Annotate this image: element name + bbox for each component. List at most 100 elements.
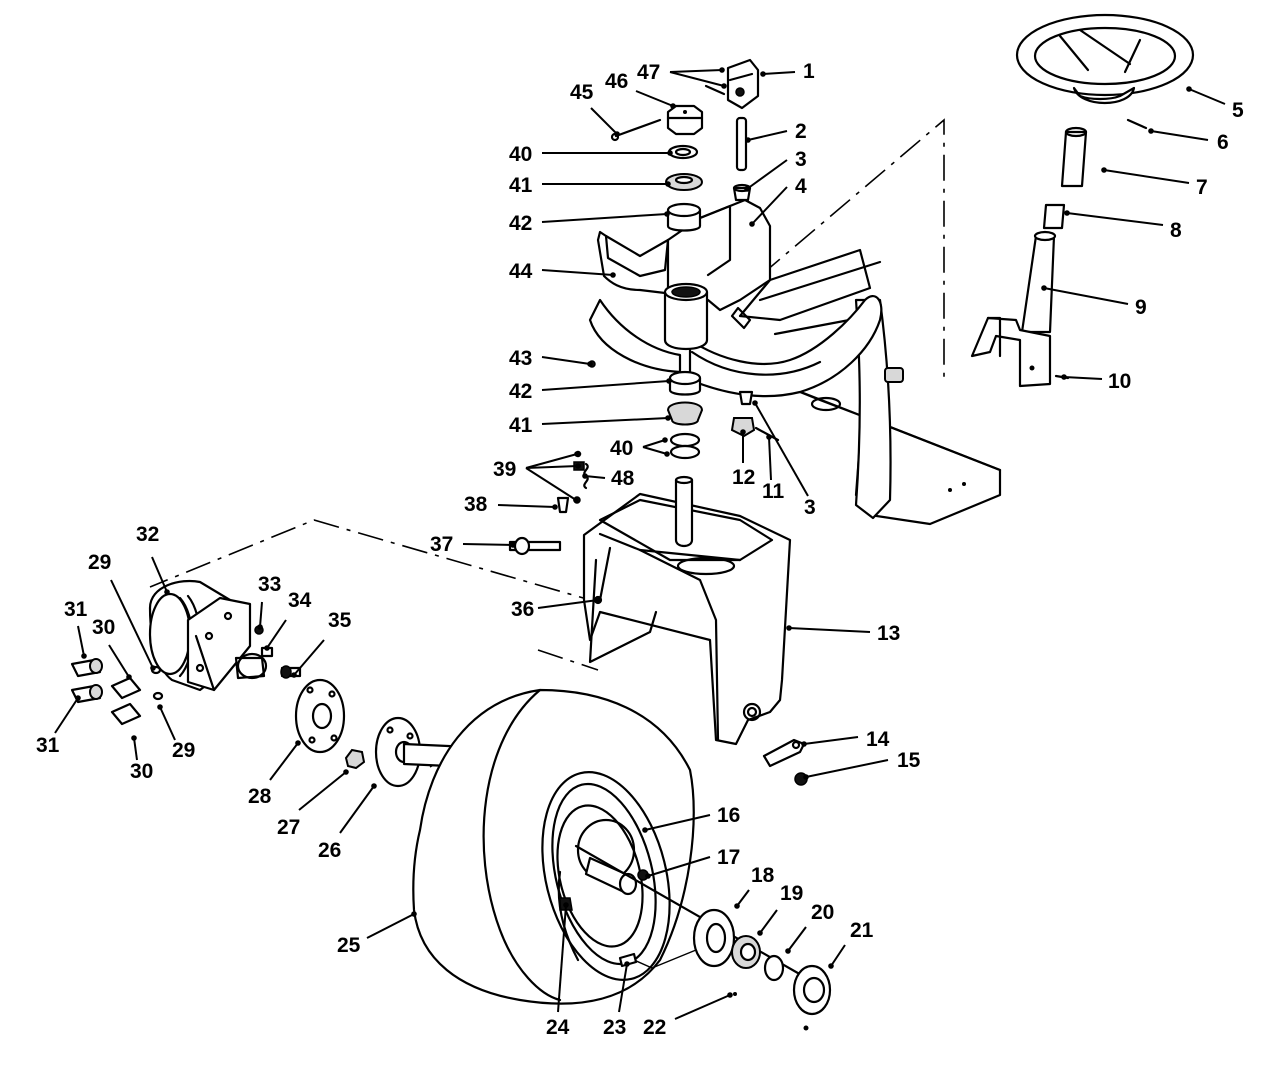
callout-leader-22 <box>674 994 731 1020</box>
callout-label: 30 <box>130 760 153 783</box>
callout-leader-43 <box>541 356 591 365</box>
callout-label: 2 <box>795 120 807 143</box>
callout-label: 33 <box>258 573 281 596</box>
callout-label: 36 <box>511 598 534 621</box>
callout-dot-36 <box>595 597 601 603</box>
callout-dot-extra <box>664 451 670 457</box>
callout-leader-44 <box>541 269 614 276</box>
callout-leader-1 <box>762 71 796 75</box>
callout-dot-21 <box>828 963 834 969</box>
linkage-small-parts <box>556 450 589 514</box>
callout-leader-21 <box>830 944 846 967</box>
callout-leader-extra <box>669 71 725 87</box>
callout-label: 43 <box>509 347 532 370</box>
callout-dot-10 <box>1061 374 1067 380</box>
callout-label: 4 <box>795 175 807 198</box>
callout-label: 45 <box>570 81 594 104</box>
callout-dot-5 <box>1186 86 1192 92</box>
callout-dot-42 <box>664 211 670 217</box>
callout-leader-30 <box>108 644 130 678</box>
callout-label: 3 <box>804 496 816 519</box>
callout-label: 11 <box>762 480 785 503</box>
callout-dot-9 <box>1041 285 1047 291</box>
callout-label: 16 <box>717 804 740 827</box>
callout-dot-20 <box>785 948 791 954</box>
callout-label: 31 <box>64 598 88 621</box>
callout-label: 37 <box>430 533 453 556</box>
front-tire <box>412 688 695 1005</box>
callout-dot-6 <box>1148 128 1154 134</box>
callout-label: 14 <box>866 728 890 751</box>
callout-dot-24 <box>563 902 569 908</box>
callout-dot-8 <box>1064 210 1070 216</box>
callout-leader-2 <box>747 130 788 141</box>
callout-label: 20 <box>811 901 834 924</box>
callout-leader-38 <box>497 504 556 508</box>
callout-dot-31 <box>81 653 87 659</box>
callout-label: 38 <box>464 493 488 516</box>
callout-dot-13 <box>786 625 792 631</box>
callout-dot-29 <box>157 704 163 710</box>
callout-label: 25 <box>337 934 361 957</box>
callout-label: 17 <box>717 846 740 869</box>
callout-dot-43 <box>587 361 593 367</box>
steering-upper-parts <box>704 58 760 202</box>
callout-label: 1 <box>803 60 815 83</box>
callout-label: 27 <box>277 816 300 839</box>
callout-dot-46 <box>670 103 676 109</box>
callout-leader-32 <box>151 556 168 593</box>
callout-label: 10 <box>1108 370 1131 393</box>
callout-dot-42 <box>666 378 672 384</box>
callout-label: 23 <box>603 1016 626 1039</box>
callout-dot-26 <box>371 783 377 789</box>
callout-leader-9 <box>1043 287 1129 305</box>
callout-dot-38 <box>552 504 558 510</box>
callout-dot-19 <box>757 930 763 936</box>
callout-leader-29 <box>159 706 176 741</box>
callout-label: 29 <box>88 551 111 574</box>
wheel-bearing-parts <box>574 844 832 1031</box>
callout-leader-5 <box>1188 88 1226 105</box>
callout-leader-24 <box>557 904 567 1013</box>
pivot-tube <box>663 282 709 350</box>
callout-leader-19 <box>759 909 778 934</box>
callout-leader-16 <box>644 814 711 831</box>
hydraulic-motor <box>148 580 302 692</box>
callout-label: 12 <box>732 466 755 489</box>
tractor-frame <box>738 248 1002 526</box>
callout-leader-41 <box>541 417 669 425</box>
wheel-fork-bracket <box>508 475 792 746</box>
callout-dot-47 <box>719 67 725 73</box>
kingpin-stack-upper <box>610 104 704 232</box>
callout-dot-45 <box>614 131 620 137</box>
callout-leader-31 <box>54 697 79 734</box>
callout-leader-46 <box>635 90 674 107</box>
callout-leader-36 <box>537 599 599 609</box>
callout-dot-27 <box>343 769 349 775</box>
callout-dot-2 <box>745 137 751 143</box>
callout-label: 47 <box>637 61 660 84</box>
callout-label: 5 <box>1232 99 1244 122</box>
callout-leader-13 <box>788 627 871 633</box>
callout-dot-23 <box>624 961 630 967</box>
callout-dot-30 <box>131 735 137 741</box>
callout-leader-40 <box>642 439 666 448</box>
callout-leader-17 <box>647 856 711 877</box>
callout-label: 21 <box>850 919 874 942</box>
callout-leader-10 <box>1063 376 1103 380</box>
callout-leader-extra <box>525 467 577 501</box>
callout-leader-42 <box>541 213 668 223</box>
callout-label: 7 <box>1196 176 1208 199</box>
callout-label: 30 <box>92 616 115 639</box>
callout-leader-18 <box>736 889 750 907</box>
callout-dot-14 <box>801 741 807 747</box>
callout-label: 35 <box>328 609 352 632</box>
callout-dot-29 <box>150 665 156 671</box>
callout-label: 32 <box>136 523 159 546</box>
callout-dot-12 <box>740 429 746 435</box>
callout-dot-17 <box>645 873 651 879</box>
callout-dot-4 <box>749 221 755 227</box>
callout-leader-7 <box>1103 169 1190 184</box>
callout-dot-22 <box>727 992 733 998</box>
alignment-lines <box>149 118 945 768</box>
